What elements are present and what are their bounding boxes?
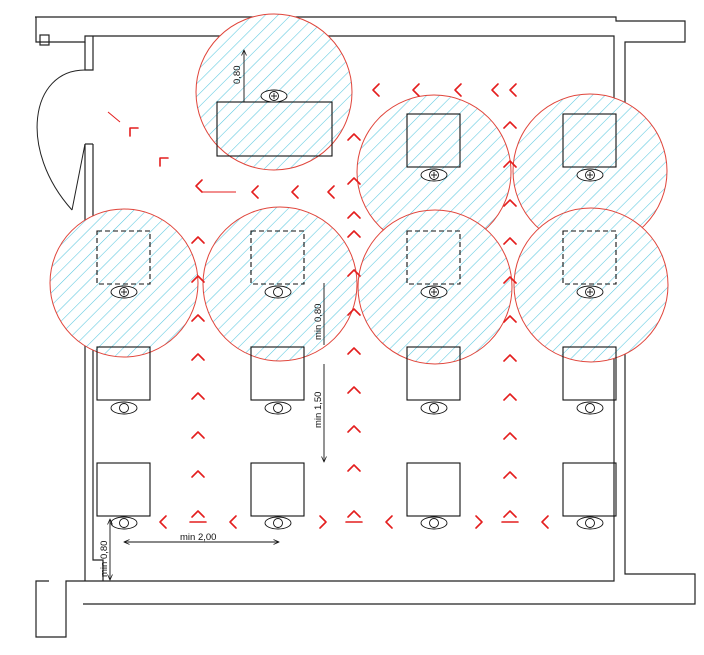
route-arrow-icon [191,353,205,361]
desk [406,462,461,517]
chair-icon [420,168,448,182]
desk-dashed [406,230,461,285]
desk-dashed [250,230,305,285]
route-arrow-icon [509,83,517,97]
clearance-zones [49,13,669,365]
route-arrow-icon [291,185,299,199]
chairs [110,89,604,530]
route-arrow-icon [347,464,361,472]
route-arrow-icon [541,515,549,529]
route-arrow-icon [503,432,517,440]
chair-icon [264,401,292,415]
dim-corridor-width: min 2,00 [180,532,216,543]
desk [562,346,617,401]
route-arrow-icon [347,308,361,316]
route-arrow-icon [385,515,393,529]
route-arrow-icon [159,157,169,167]
dim-aisle-clearance: min 0,80 [313,304,324,340]
route-arrow-icon [347,510,361,518]
route-arrow-icon [503,315,517,323]
dimensions: 0,80 min 0,80 min 1,50 min 2,00 min 0,80 [99,50,324,580]
dim-aisle-length: min 1,50 [313,392,324,428]
route-arrow-icon [191,314,205,322]
route-arrow-icon [195,179,203,193]
chair-icon [576,285,604,299]
route-arrow-icon [347,269,361,277]
desk [406,346,461,401]
route-arrow-icon [347,133,361,141]
desk [562,113,617,168]
desk [250,346,305,401]
route-arrow-icon [191,470,205,478]
chair-icon [576,401,604,415]
desks [96,101,617,517]
desk-dashed [96,230,151,285]
route-arrow-icon [412,83,420,97]
escape-route [107,83,549,529]
chair-icon [420,516,448,530]
chair-icon [420,285,448,299]
chair-icon [264,516,292,530]
route-arrow-icon [491,83,499,97]
chair-icon [110,401,138,415]
desk-dashed [562,230,617,285]
route-arrow-icon [503,237,517,245]
route-exit-line [107,111,121,123]
dim-wall-clearance: min 0,80 [99,541,110,577]
route-arrow-icon [327,185,335,199]
route-arrow-icon [159,515,167,529]
desk [562,462,617,517]
route-arrow-icon [475,515,483,529]
desk [96,346,151,401]
route-arrow-icon [347,386,361,394]
route-arrow-icon [229,515,237,529]
clearance-zone [513,207,669,363]
route-arrow-icon [251,185,259,199]
walls [35,16,696,638]
chair-icon [264,285,292,299]
route-arrow-icon [347,230,361,238]
door [36,69,86,211]
route-arrow-icon [191,392,205,400]
route-arrow-icon [347,177,361,185]
route-arrow-icon [503,199,517,207]
route-arrow-icon [503,471,517,479]
route-arrow-icon [454,83,462,97]
desk [250,462,305,517]
route-arrow-icon [191,275,205,283]
desk [406,113,461,168]
route-arrow-icon [129,127,139,137]
dim-top-desk: 0,80 [232,66,243,85]
route-arrow-icon [347,347,361,355]
route-arrow-icon [191,510,205,518]
route-arrow-icon [347,211,361,219]
route-arrow-icon [347,425,361,433]
chair-icon [110,285,138,299]
route-arrow-icon [319,515,327,529]
route-arrow-icon [191,431,205,439]
chair-icon [110,516,138,530]
chair-icon [576,168,604,182]
route-arrow-icon [503,276,517,284]
chair-icon [420,401,448,415]
route-arrow-icon [503,121,517,129]
chair-icon [576,516,604,530]
route-arrow-icon [503,510,517,518]
chair-teacher-icon [260,89,288,103]
route-arrow-icon [372,83,380,97]
route-arrow-icon [191,236,205,244]
route-arrow-icon [503,354,517,362]
desk [96,462,151,517]
route-arrow-icon [503,393,517,401]
route-arrow-icon [503,160,517,168]
clearance-zone-left [49,208,199,358]
